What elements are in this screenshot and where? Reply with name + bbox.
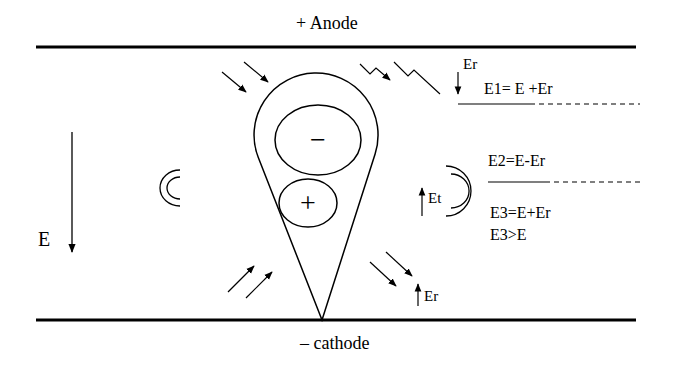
field-arrow: [71, 132, 72, 252]
anode-plate: [36, 46, 636, 49]
negative-charge-region: −: [274, 104, 362, 176]
electron-arrow: [222, 72, 246, 92]
photon-arrow: [394, 62, 440, 94]
cathode-plate: [36, 319, 636, 322]
field-label: Er: [424, 288, 438, 305]
field-arrow: [457, 72, 458, 94]
photon-arrow: [360, 64, 390, 80]
electron-arrow: [386, 252, 412, 276]
charge-sign: +: [300, 189, 316, 217]
field-arrow: [417, 284, 418, 306]
electron-arrow: [370, 262, 396, 286]
field-label: Et: [428, 190, 441, 207]
electrode-label: – cathode: [300, 334, 369, 354]
zone-equation: E1= E +Er: [484, 80, 553, 98]
charge-ellipse: [275, 105, 361, 175]
zone-line: [458, 103, 530, 104]
positive-charge-region: +: [278, 178, 338, 228]
zone-equation: E3>E: [490, 226, 527, 244]
photon-arc: [446, 166, 471, 216]
field-label: Er: [463, 56, 477, 73]
zone-equation: E3=E+Er: [490, 204, 551, 222]
photon-arc: [160, 170, 180, 206]
zone-line: [545, 181, 640, 182]
zone-line: [530, 103, 640, 104]
charge-sign: −: [310, 126, 326, 154]
electron-arrow: [246, 272, 272, 298]
electron-arrow: [228, 266, 254, 292]
electrode-label: + Anode: [296, 14, 358, 34]
field-label: E: [38, 228, 50, 250]
zone-line: [488, 181, 545, 182]
photon-arc: [451, 174, 469, 208]
charge-ellipse: [279, 179, 337, 227]
streamer-outline: [254, 73, 378, 320]
electron-arrow: [244, 62, 268, 82]
photon-arc: [167, 177, 180, 199]
zone-equation: E2=E-Er: [488, 152, 545, 170]
field-arrow: [421, 188, 422, 216]
